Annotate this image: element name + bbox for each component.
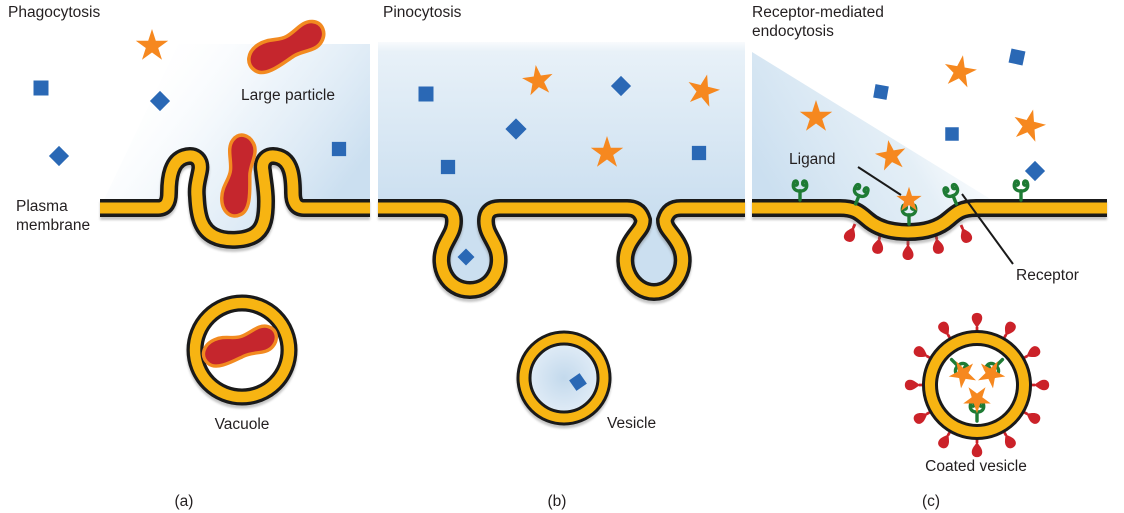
panel-a-graphic (33, 15, 370, 406)
diamond-particle (48, 145, 70, 167)
panel-a-title: Phagocytosis (8, 4, 101, 21)
panel-a-tag: (a) (174, 493, 194, 510)
square-particle (440, 159, 456, 175)
coated-vesicle-graphic (903, 311, 1051, 459)
panel-b-graphic (378, 42, 745, 426)
ligand-label: Ligand (789, 151, 836, 168)
extracellular-fluid-b (378, 42, 745, 292)
square-particle (33, 80, 49, 96)
plasma-membrane-a (100, 147, 370, 249)
vesicle-label: Vesicle (607, 415, 657, 432)
plasma-membrane-b (378, 199, 745, 302)
vesicle-graphic (516, 330, 612, 426)
diamond-particle (1024, 160, 1046, 182)
star-particle (941, 52, 979, 89)
panel-c-tag: (c) (921, 493, 941, 510)
square-particle (873, 84, 889, 100)
plasma-membrane-label: Plasma membrane (16, 198, 91, 234)
square-particle (945, 127, 959, 141)
vacuole-label: Vacuole (214, 416, 270, 433)
panel-c-graphic (752, 48, 1107, 459)
coated-vesicle-label: Coated vesicle (925, 458, 1027, 475)
panel-b-title: Pinocytosis (383, 4, 462, 21)
star-particle (135, 29, 169, 60)
square-particle (331, 141, 347, 157)
panel-c-title: Receptor-mediated endocytosis (752, 4, 884, 40)
star-particle (1009, 105, 1049, 144)
extracellular-fluid-c (752, 52, 1005, 232)
square-particle (691, 145, 707, 161)
receptor-leader-line (961, 193, 1014, 265)
plasma-membrane-c (752, 199, 1107, 242)
ligand-leader-line (857, 166, 902, 196)
square-particle (1008, 48, 1026, 66)
large-particle-label: Large particle (241, 87, 335, 104)
panel-b-tag: (b) (547, 493, 567, 510)
square-particle (418, 86, 434, 102)
receptor-label: Receptor (1016, 267, 1079, 284)
